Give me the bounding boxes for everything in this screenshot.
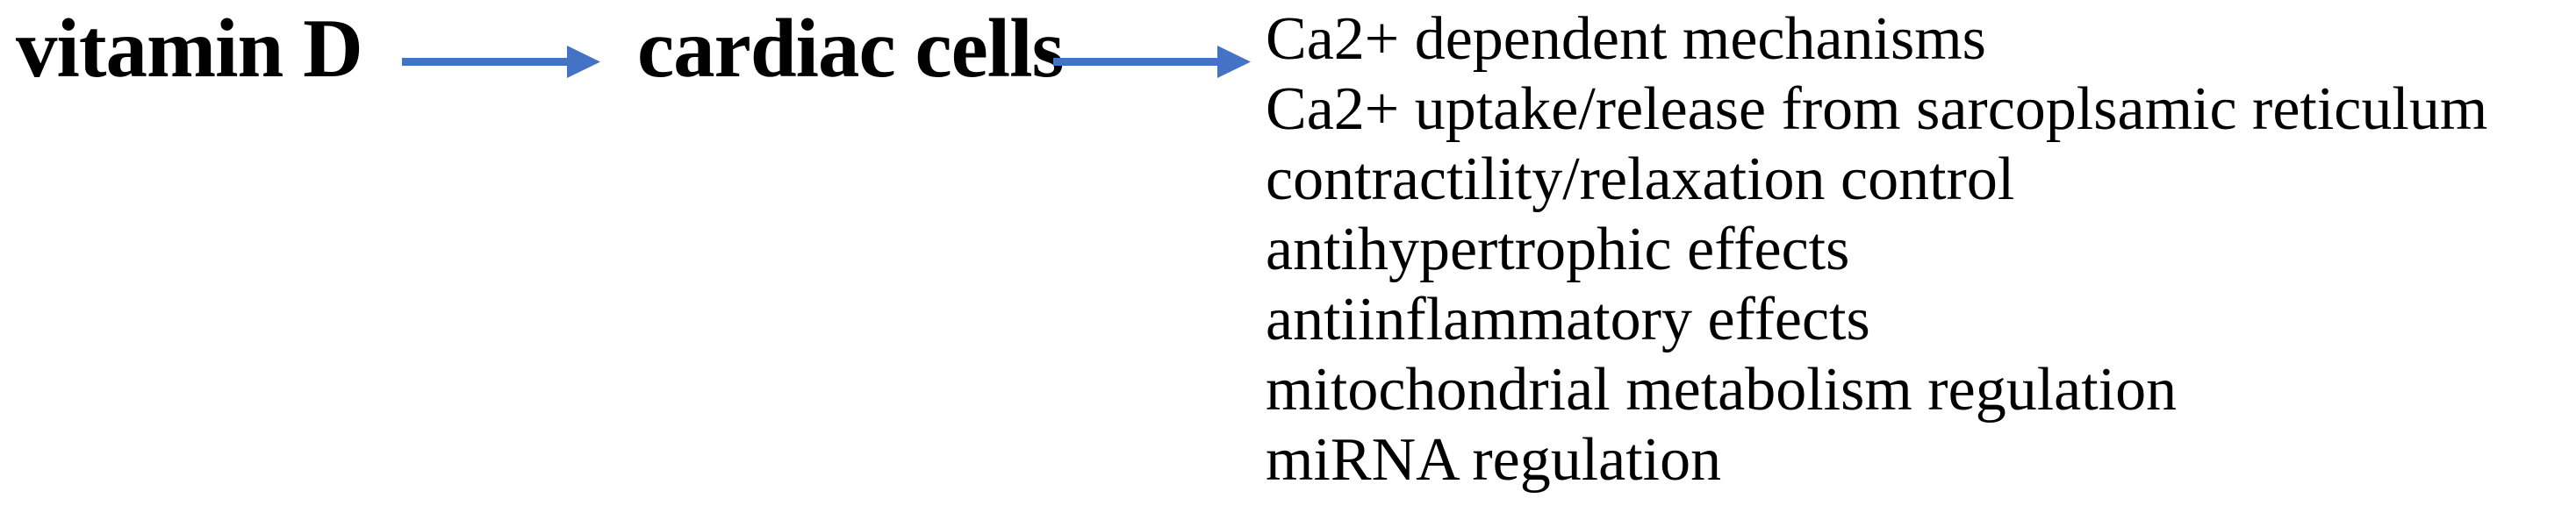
arrow-right-icon — [1053, 46, 1251, 78]
arrow-right-icon — [402, 46, 600, 78]
effect-item: miRNA regulation — [1266, 426, 1722, 494]
effect-item: antiinflammatory effects — [1266, 286, 1870, 353]
effect-item: contractility/relaxation control — [1266, 146, 2015, 213]
vitamin-d-label: vitamin D — [16, 2, 363, 95]
effect-item: mitochondrial metabolism regulation — [1266, 356, 2178, 424]
effect-item: antihypertrophic effects — [1266, 216, 1850, 283]
effect-item: Ca2+ uptake/release from sarcoplsamic re… — [1266, 75, 2488, 143]
effects-list: Ca2+ dependent mechanisms Ca2+ uptake/re… — [1266, 4, 2487, 495]
effect-item: Ca2+ dependent mechanisms — [1266, 5, 1986, 73]
cardiac-cells-label: cardiac cells — [637, 2, 1065, 95]
